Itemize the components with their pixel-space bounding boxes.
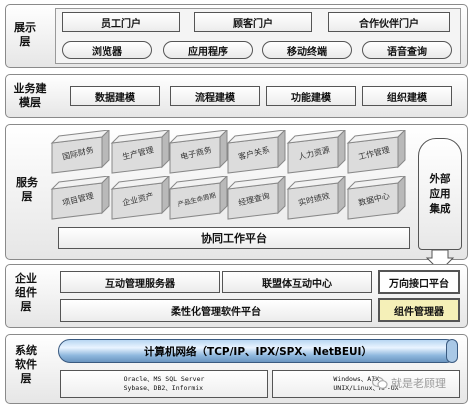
business-modeling-label-text: 业务建模层: [13, 82, 47, 109]
os-list: Windows、AIX UNIX/Linux、HP-UX: [333, 375, 399, 392]
cube-data-center: 数据中心: [350, 188, 398, 210]
organization-modeling-box: 组织建模: [362, 86, 452, 106]
cube-shape-2: [50, 176, 406, 220]
row1-cube-5: [286, 130, 346, 174]
service-layer-label: 服务层: [16, 176, 38, 203]
component-layer-label: 企业组件层: [12, 272, 40, 320]
cube-project-management-label: 项目管理: [61, 190, 95, 208]
row2-cube-1: [50, 176, 110, 220]
collaboration-platform-bar: 协同工作平台: [58, 227, 410, 249]
row2-cube-3: [168, 176, 228, 220]
database-box: Oracle、MS SQL Server Sybase、DB2、Informix: [60, 370, 268, 398]
cube-international-finance: 国际财务: [54, 142, 102, 164]
cube-realtime-performance: 实时绩效: [290, 188, 338, 210]
cube-customer-relations-label: 客户关系: [237, 144, 271, 162]
interface-platform-box: 万向接口平台: [378, 270, 460, 294]
process-modeling-box: 流程建模: [170, 86, 260, 106]
database-list: Oracle、MS SQL Server Sybase、DB2、Informix: [123, 375, 205, 392]
cube-project-management: 项目管理: [54, 188, 102, 210]
system-software-layer-label: 系统软件层: [12, 344, 40, 392]
cube-ecommerce: 电子商务: [172, 142, 220, 164]
cube-enterprise-assets-label: 企业资产: [121, 190, 155, 208]
watermark-text: 就是老顾理: [391, 377, 446, 390]
flexible-platform-box: 柔性化管理软件平台: [60, 299, 372, 322]
partner-portal-box: 合作伙伴门户: [328, 12, 450, 32]
component-manager-box: 组件管理器: [378, 298, 460, 322]
network-label: 计算机网络（TCP/IP、IPX/SPX、NetBEUI）: [144, 345, 372, 358]
wechat-icon: [372, 376, 388, 389]
service-cubes-row2: 项目管理 企业资产 产品生命周期 经理查询 实时绩效 数据中心: [48, 176, 408, 221]
cube-data-center-label: 数据中心: [357, 190, 391, 208]
voice-query-pill: 语音查询: [362, 41, 452, 59]
browser-pill: 浏览器: [62, 41, 152, 59]
function-modeling-box: 功能建模: [266, 86, 356, 106]
external-integration-box: 外部应用集成: [418, 138, 462, 250]
customer-portal-box: 顾客门户: [194, 12, 312, 32]
watermark: 就是老顾理: [372, 374, 468, 392]
cube-international-finance-label: 国际财务: [61, 144, 95, 162]
network-cylinder: 计算机网络（TCP/IP、IPX/SPX、NetBEUI）: [58, 339, 458, 363]
cube-work-management-label: 工作管理: [357, 144, 391, 162]
presentation-layer-label: 展示层: [14, 21, 36, 48]
row1-cube-6: [346, 130, 406, 174]
cube-production-management-label: 生产管理: [121, 144, 155, 162]
cube-production-management: 生产管理: [114, 142, 162, 164]
interaction-server-box: 互动管理服务器: [60, 271, 220, 293]
employee-portal-box: 员工门户: [62, 12, 180, 32]
row1-cube-1: [50, 130, 110, 174]
cube-manager-query-label: 经理查询: [237, 190, 271, 208]
cube-product-lifecycle-label: 产品生命周期: [176, 191, 217, 209]
row2-cube-5: [286, 176, 346, 220]
service-cubes-row1: 国际财务 生产管理 电子商务 客户关系 人力资源 工作管理: [48, 130, 408, 175]
data-modeling-box: 数据建模: [70, 86, 160, 106]
os-box: Windows、AIX UNIX/Linux、HP-UX: [272, 370, 460, 398]
component-layer-label-text: 企业组件层: [15, 272, 37, 313]
network-cylinder-end: [446, 339, 458, 363]
cube-enterprise-assets: 企业资产: [114, 188, 162, 210]
cube-shape-1: [50, 130, 406, 174]
application-pill: 应用程序: [163, 41, 253, 59]
cube-realtime-performance-label: 实时绩效: [297, 190, 331, 208]
cube-manager-query: 经理查询: [230, 188, 278, 210]
cube-human-resources-label: 人力资源: [297, 144, 331, 162]
row2-cube-4: [226, 176, 286, 220]
row1-cube-2: [110, 130, 170, 174]
row2-cube-2: [110, 176, 170, 220]
cube-product-lifecycle: 产品生命周期: [172, 188, 220, 210]
cube-work-management: 工作管理: [350, 142, 398, 164]
business-modeling-layer-label: 业务建模层: [10, 82, 50, 112]
cube-human-resources: 人力资源: [290, 142, 338, 164]
external-integration-label: 外部应用集成: [429, 172, 451, 215]
cube-ecommerce-label: 电子商务: [179, 144, 213, 162]
federation-center-box: 联盟体互动中心: [222, 271, 372, 293]
row2-cube-6: [346, 176, 406, 220]
row1-cube-4: [226, 130, 286, 174]
mobile-terminal-pill: 移动终端: [262, 41, 352, 59]
system-software-label-text: 系统软件层: [15, 344, 37, 385]
cube-customer-relations: 客户关系: [230, 142, 278, 164]
row1-cube-3: [168, 130, 228, 174]
